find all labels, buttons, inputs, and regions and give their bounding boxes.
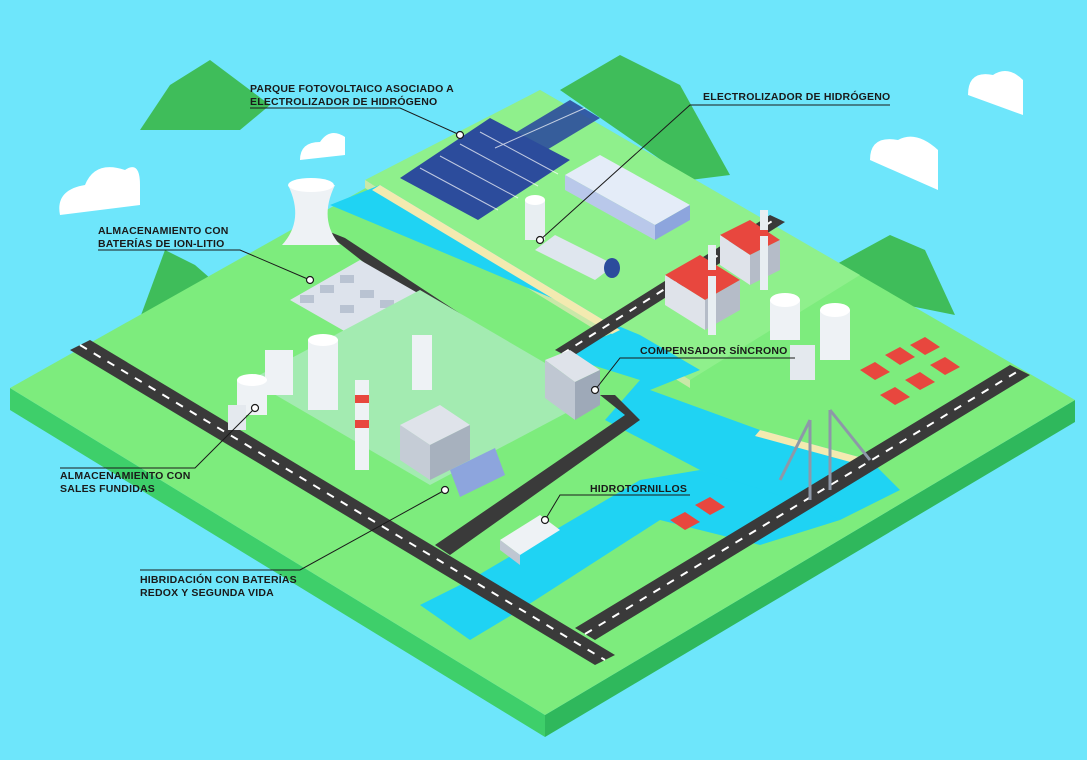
leader-dots xyxy=(250,130,600,525)
label-line: ALMACENAMIENTO CON xyxy=(98,225,229,237)
label-line: BATERÍAS DE ION-LITIO xyxy=(98,237,225,250)
label-line: SALES FUNDIDAS xyxy=(60,482,155,495)
suspension-bridge xyxy=(778,409,872,500)
label-line: COMPENSADOR SÍNCRONO xyxy=(640,345,788,357)
island-side-left xyxy=(10,388,545,737)
mountain-right-top xyxy=(560,55,730,180)
label-line: HIDROTORNILLOS xyxy=(590,483,688,495)
mountain-top xyxy=(140,60,270,130)
label-line: PARQUE FOTOVOLTAICO ASOCIADO A xyxy=(250,83,454,95)
storage-silos-right xyxy=(770,293,850,380)
label-line: REDOX Y SEGUNDA VIDA xyxy=(140,586,274,599)
cooling-tower xyxy=(282,178,340,245)
label-li-ion: ALMACENAMIENTO CON BATERÍAS DE ION-LITIO xyxy=(98,225,229,250)
leader-lines xyxy=(60,104,890,571)
houses-lower xyxy=(670,497,725,530)
label-electrolyzer: ELECTROLIZADOR DE HIDRÓGENO xyxy=(703,91,890,104)
label-line: ELECTROLIZADOR DE HIDRÓGENO xyxy=(703,91,891,103)
label-redox: HIBRIDACIÓN CON BATERÍAS REDOX Y SEGUNDA… xyxy=(140,574,297,599)
river-lower xyxy=(420,470,840,640)
riverbank xyxy=(372,185,620,334)
synchronous-compensator xyxy=(545,350,600,420)
riverbank xyxy=(755,430,870,466)
solar-panel-field xyxy=(400,100,600,220)
label-sync-compensator: COMPENSADOR SÍNCRONO xyxy=(640,345,788,358)
cloud-icon xyxy=(300,133,345,160)
cloud-icon xyxy=(870,136,938,190)
thermal-power-station xyxy=(665,210,780,335)
island-side-right xyxy=(545,400,1075,737)
label-hydro-screws: HIDROTORNILLOS xyxy=(590,483,687,496)
cloud-icon xyxy=(968,71,1023,115)
mountain-right xyxy=(835,235,955,315)
label-line: HIBRIDACIÓN CON BATERÍAS xyxy=(140,574,297,586)
hydrogen-tanks xyxy=(525,195,620,280)
label-pv-park: PARQUE FOTOVOLTAICO ASOCIADO A ELECTROLI… xyxy=(250,83,454,108)
industrial-complex xyxy=(250,290,600,497)
label-line: ELECTROLIZADOR DE HIDRÓGENO xyxy=(250,95,438,108)
hydro-screws xyxy=(500,515,560,565)
label-line: ALMACENAMIENTO CON xyxy=(60,470,191,482)
houses-right xyxy=(860,337,960,405)
cloud-icon xyxy=(59,167,140,215)
electrolyzer-units xyxy=(565,155,690,240)
label-molten-salt: ALMACENAMIENTO CON SALES FUNDIDAS xyxy=(60,470,191,495)
